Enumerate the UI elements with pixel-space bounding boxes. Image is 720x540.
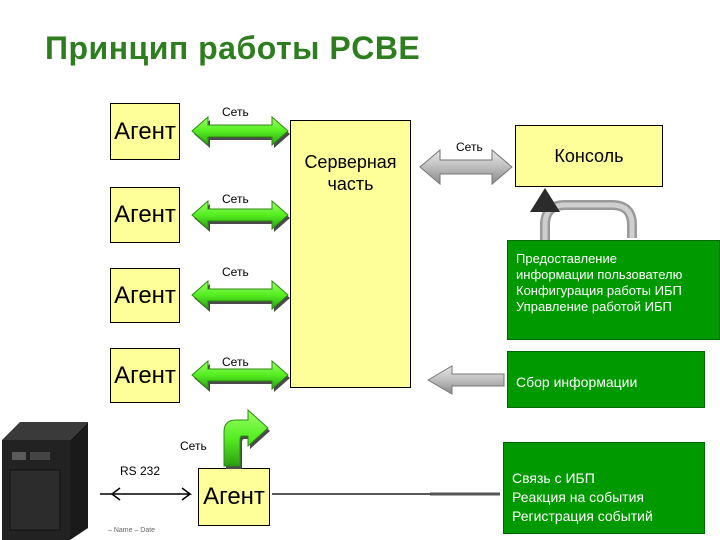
panel-line: Предоставление [516, 251, 617, 266]
agent-label: Агент [114, 361, 176, 389]
agent-box-4: Агент [110, 348, 180, 403]
gray-up-arrow-icon [530, 188, 637, 248]
gray-left-arrow-icon [427, 365, 505, 395]
network-label: Сеть [222, 192, 249, 206]
network-label: Сеть [222, 265, 249, 279]
collection-panel: Сбор информации [507, 351, 705, 408]
rs232-arrow-icon [100, 487, 193, 501]
console-label: Консоль [554, 145, 624, 166]
double-arrow-icon [191, 199, 290, 232]
gray-double-arrow-icon [419, 148, 513, 186]
ups-communication-panel: Связь с ИБП Реакция на события Регистрац… [503, 442, 705, 534]
double-arrow-icon [191, 359, 290, 392]
network-label: Сеть [222, 355, 249, 369]
server-label-line1: Серверная [304, 152, 397, 172]
server-box: Серверная часть [290, 120, 411, 388]
management-panel: Предоставление информации пользователю К… [507, 240, 720, 340]
agent-box-2: Агент [110, 187, 180, 243]
curved-arrow-icon [223, 408, 270, 469]
network-label: Сеть [180, 439, 207, 453]
agent-box-3: Агент [110, 268, 180, 323]
agent-label: Агент [114, 117, 176, 145]
panel-line: Связь с ИБП [512, 470, 595, 486]
network-label: Сеть [456, 140, 483, 154]
panel-line: информации пользователю [516, 267, 683, 282]
rs232-label: RS 232 [120, 464, 161, 478]
console-box: Консоль [515, 125, 663, 187]
panel-line: Регистрация событий [512, 508, 653, 524]
server-label-line2: часть [327, 174, 374, 194]
footer-text: – Name – Date [108, 527, 156, 534]
agent-label: Агент [114, 281, 176, 309]
ups-device-icon [2, 422, 88, 540]
double-arrow-icon [191, 115, 290, 148]
network-label: Сеть [222, 105, 249, 119]
agent-box-1: Агент [110, 103, 180, 160]
agent-label: Агент [203, 483, 265, 510]
page-title: Принцип работы PCBE [45, 30, 421, 66]
panel-line: Управление работой ИБП [516, 299, 672, 314]
panel-line: Сбор информации [516, 374, 638, 390]
local-agent-box: Агент [198, 468, 270, 526]
panel-line: Реакция на события [512, 489, 644, 505]
double-arrow-icon [191, 279, 290, 312]
panel-line: Конфигурация работы ИБП [516, 283, 682, 298]
agent-label: Агент [114, 201, 176, 228]
